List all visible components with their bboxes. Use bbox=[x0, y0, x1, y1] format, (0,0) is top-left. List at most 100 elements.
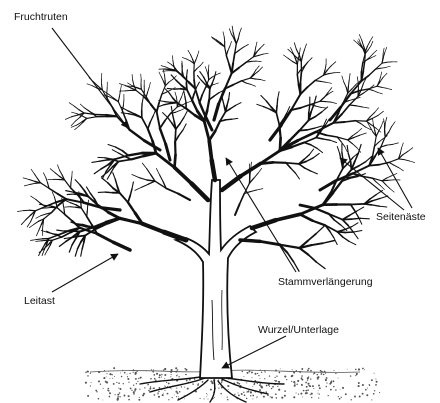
branch-segment bbox=[323, 193, 333, 205]
branch-segment bbox=[59, 241, 66, 246]
soil-speck bbox=[147, 384, 149, 386]
branch-segment bbox=[148, 87, 150, 92]
soil-speck bbox=[339, 398, 341, 400]
branch-segment bbox=[337, 147, 339, 154]
branch-segment bbox=[229, 93, 230, 100]
branch-segment bbox=[385, 124, 386, 131]
soil-speck bbox=[330, 381, 332, 383]
branch-segment bbox=[323, 139, 330, 140]
soil-speck bbox=[333, 386, 334, 387]
branch-segment bbox=[212, 160, 215, 180]
branch-segment bbox=[142, 163, 147, 169]
branch-segment bbox=[232, 118, 238, 119]
soil-speck bbox=[86, 371, 88, 373]
branch-segment bbox=[179, 130, 183, 136]
branch-segment bbox=[320, 97, 324, 101]
soil-speck bbox=[319, 393, 320, 394]
soil-speck bbox=[145, 388, 146, 389]
branch-segment bbox=[288, 58, 293, 61]
branch-segment bbox=[368, 46, 371, 50]
soil-speck bbox=[241, 393, 243, 395]
soil-speck bbox=[249, 371, 251, 373]
branch-segment bbox=[348, 80, 349, 87]
branch-segment bbox=[250, 190, 256, 192]
branch-segment bbox=[387, 176, 392, 178]
soil-speck bbox=[155, 380, 156, 381]
soil-speck bbox=[159, 374, 161, 376]
soil-speck bbox=[176, 396, 177, 397]
soil-speck bbox=[310, 378, 311, 379]
soil-speck bbox=[265, 371, 266, 372]
soil-speck bbox=[218, 384, 219, 385]
branch-segment bbox=[146, 92, 147, 97]
soil-speck bbox=[98, 398, 100, 400]
branch-segment bbox=[342, 76, 344, 82]
branch-segment bbox=[299, 130, 307, 131]
soil-speck bbox=[356, 373, 358, 375]
branch-segment bbox=[75, 249, 77, 256]
soil-speck bbox=[323, 374, 325, 376]
branch-segment bbox=[328, 88, 332, 93]
branch-segment bbox=[36, 230, 39, 236]
branch-segment bbox=[191, 55, 193, 60]
branch-segment bbox=[169, 79, 173, 82]
branch-segment bbox=[260, 80, 265, 81]
branch-segment bbox=[369, 69, 376, 75]
branch-segment bbox=[87, 187, 91, 193]
label-wurzel-unterlage: Wurzel/Unterlage bbox=[258, 325, 339, 336]
branch-segment bbox=[160, 128, 166, 144]
branch-segment bbox=[113, 173, 116, 180]
soil-speck bbox=[351, 399, 352, 400]
soil-speck bbox=[118, 388, 119, 389]
soil-speck bbox=[317, 393, 318, 394]
branch-segment bbox=[226, 119, 232, 120]
branch-segment bbox=[107, 173, 111, 179]
soil-speck bbox=[338, 378, 339, 379]
branch-segment bbox=[301, 55, 302, 61]
soil-speck bbox=[221, 386, 222, 387]
soil-speck bbox=[261, 386, 263, 388]
branch-segment bbox=[69, 103, 74, 106]
soil-speck bbox=[364, 369, 365, 370]
branch-segment bbox=[255, 79, 260, 80]
branch-segment bbox=[31, 216, 34, 222]
soil-speck bbox=[227, 396, 228, 397]
soil-speck bbox=[100, 384, 101, 385]
soil-speck bbox=[138, 399, 140, 401]
branch-segment bbox=[342, 105, 350, 114]
soil-speck bbox=[157, 392, 158, 393]
branch-segment bbox=[238, 33, 239, 38]
soil-speck bbox=[255, 373, 257, 375]
soil-speck bbox=[326, 382, 327, 383]
branch-segment bbox=[105, 192, 112, 193]
soil-speck bbox=[307, 379, 308, 380]
soil-speck bbox=[149, 388, 151, 390]
branch-segment bbox=[388, 180, 394, 181]
soil-speck bbox=[135, 372, 137, 374]
branch-segment bbox=[31, 169, 34, 174]
branch-segment bbox=[182, 57, 186, 59]
soil-speck bbox=[124, 372, 126, 374]
branch-segment bbox=[122, 105, 123, 110]
branch-segment bbox=[27, 222, 30, 227]
soil-speck bbox=[113, 367, 115, 369]
soil-speck bbox=[307, 377, 309, 379]
branch-segment bbox=[349, 74, 350, 81]
soil-speck bbox=[252, 386, 253, 387]
soil-speck bbox=[374, 373, 375, 374]
branch-segment bbox=[49, 188, 58, 193]
soil-speck bbox=[297, 380, 299, 382]
branch-segment bbox=[242, 78, 251, 81]
soil-speck bbox=[134, 388, 136, 390]
branch-segment bbox=[348, 154, 350, 162]
soil-speck bbox=[181, 386, 182, 387]
branch-segment bbox=[304, 62, 308, 67]
soil-speck bbox=[269, 375, 270, 376]
soil-speck bbox=[228, 389, 229, 390]
soil-speck bbox=[271, 397, 273, 399]
branch-segment bbox=[200, 95, 203, 103]
branch-segment bbox=[359, 162, 366, 166]
branch-segment bbox=[372, 205, 380, 206]
soil-speck bbox=[124, 396, 125, 397]
branch-segment bbox=[128, 83, 132, 86]
